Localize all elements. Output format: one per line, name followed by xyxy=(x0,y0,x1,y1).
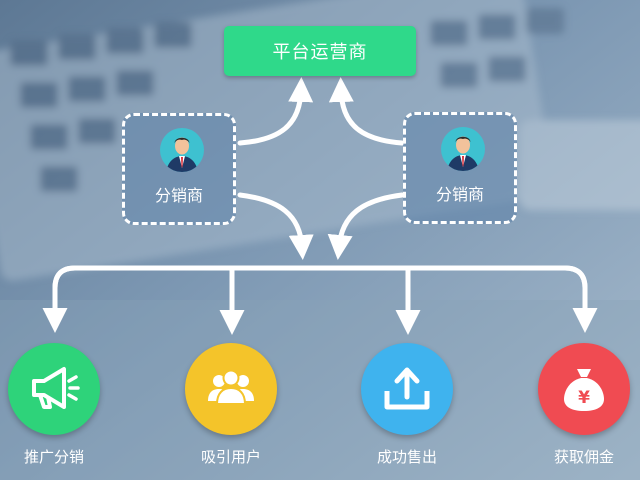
distribution-bar xyxy=(52,265,598,333)
megaphone-icon xyxy=(32,367,80,409)
businessman-avatar-icon xyxy=(441,127,485,171)
money-bag-icon: ¥ xyxy=(564,369,604,411)
sold-label: 成功售出 xyxy=(376,448,437,466)
promote-circle xyxy=(8,343,100,435)
arrow-right-to-platform xyxy=(328,77,405,146)
commission-label: 获取佣金 xyxy=(553,448,614,466)
commission-circle: ¥ xyxy=(538,343,630,435)
distributor-label: 分销商 xyxy=(435,185,484,204)
user-group-icon xyxy=(208,369,254,405)
attract-users-label: 吸引用户 xyxy=(200,448,261,466)
distributor-box-left: 分销商 xyxy=(122,113,236,225)
promote-label: 推广分销 xyxy=(23,448,84,466)
businessman-avatar-icon xyxy=(160,128,204,172)
arrow-right-down xyxy=(327,192,405,260)
arrow-left-down xyxy=(237,192,314,260)
upload-tray-icon xyxy=(384,367,430,410)
arrow-left-to-platform xyxy=(237,77,314,146)
platform-operator-box: 平台运营商 xyxy=(224,26,416,76)
platform-operator-label: 平台运营商 xyxy=(272,42,368,63)
distributor-box-right: 分销商 xyxy=(403,112,517,224)
yen-symbol: ¥ xyxy=(578,388,590,408)
sold-circle xyxy=(361,343,453,435)
distributor-label: 分销商 xyxy=(154,186,203,205)
attract-users-circle xyxy=(185,343,277,435)
